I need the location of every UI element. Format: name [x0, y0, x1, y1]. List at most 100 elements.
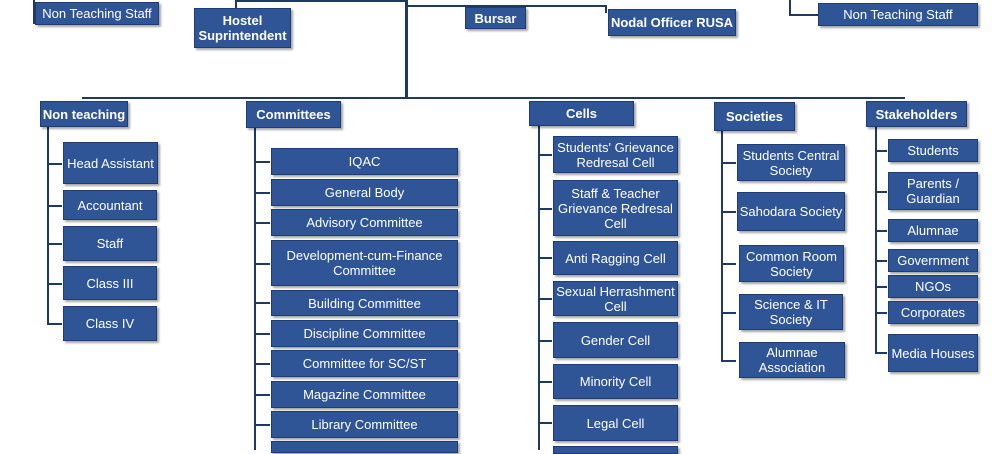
- cell-item: Gender Cell: [553, 322, 678, 358]
- stakeholder-item: Government: [888, 249, 978, 272]
- item-label: Students Central Society: [742, 147, 840, 178]
- item-label: Gender Cell: [580, 332, 651, 348]
- cell-item-partial: [553, 446, 678, 454]
- top-left-drop: [235, 0, 237, 8]
- header-label: Stakeholders: [875, 106, 958, 122]
- item-label: Media Houses: [891, 345, 975, 361]
- top-left-connector: [235, 0, 407, 2]
- branch: [254, 222, 270, 224]
- item-label: Students: [907, 143, 959, 158]
- branch: [47, 243, 62, 245]
- branch: [254, 192, 270, 194]
- branch: [538, 381, 552, 383]
- branch: [254, 161, 270, 163]
- item-label: Staff: [96, 236, 124, 251]
- non-teaching-staff-left-box: Non Teaching Staff: [35, 2, 159, 25]
- item-label: Library Committee: [311, 417, 418, 432]
- branch: [721, 312, 736, 314]
- item-label: Magazine Committee: [303, 387, 426, 402]
- stakeholder-item: Corporates: [888, 301, 978, 324]
- item-label: Building Committee: [308, 295, 421, 311]
- committee-item: General Body: [271, 179, 458, 206]
- item-label: Class III: [86, 275, 134, 291]
- box-label: Hostel Suprintendent: [198, 13, 287, 43]
- header-label: Committees: [256, 107, 331, 122]
- committee-item-partial: [271, 441, 458, 453]
- stakeholder-item: Alumnae: [888, 219, 978, 242]
- branch: [875, 230, 887, 232]
- stakeholders-header: Stakeholders: [866, 101, 967, 127]
- stakeholder-item: Media Houses: [888, 334, 978, 372]
- stakeholders-spine: [875, 127, 877, 353]
- branch: [538, 208, 552, 210]
- item-label: Development-cum-Finance Committee: [286, 248, 443, 278]
- branch: [721, 263, 736, 265]
- society-item: Science & IT Society: [739, 294, 843, 330]
- box-label: Non Teaching Staff: [42, 6, 152, 21]
- non-teaching-header: Non teaching: [40, 101, 128, 127]
- top-right-connector: [407, 5, 607, 7]
- item-label: Parents / Guardian: [906, 176, 960, 206]
- non-teaching-spine: [47, 125, 49, 324]
- cells-spine: [538, 126, 540, 450]
- non-teaching-staff-right-box: Non Teaching Staff: [818, 3, 978, 26]
- stakeholder-item: Students: [888, 139, 978, 162]
- item-label: Discipline Committee: [303, 326, 426, 341]
- branch: [721, 360, 736, 362]
- item-label: Legal Cell: [586, 415, 645, 431]
- branch: [538, 298, 552, 300]
- item-label: Anti Ragging Cell: [565, 250, 666, 266]
- branch: [254, 263, 270, 265]
- non-teaching-item: Staff: [63, 226, 157, 261]
- item-label: Sahodara Society: [739, 204, 843, 219]
- box-label: Non Teaching Staff: [843, 7, 953, 22]
- header-label: Non teaching: [42, 106, 126, 122]
- branch: [875, 260, 887, 262]
- cells-header: Cells: [529, 101, 634, 126]
- item-label: Class IV: [85, 316, 135, 331]
- right-staff-drop: [789, 0, 791, 16]
- item-label: NGOs: [914, 279, 952, 294]
- branch: [875, 312, 887, 314]
- branch: [254, 394, 270, 396]
- hostel-superintendent-box: Hostel Suprintendent: [194, 8, 291, 48]
- branch: [254, 363, 270, 365]
- committee-item: Building Committee: [271, 290, 458, 316]
- branch: [721, 162, 736, 164]
- committee-item: Committee for SC/ST: [271, 350, 458, 377]
- item-label: Alumnae: [907, 223, 959, 238]
- society-item: Sahodara Society: [737, 192, 845, 231]
- cell-item: Minority Cell: [553, 364, 678, 399]
- stakeholder-item: NGOs: [888, 275, 978, 298]
- item-label: Head Assistant: [67, 155, 154, 171]
- trunk-line: [405, 0, 408, 99]
- branch: [875, 286, 887, 288]
- non-teaching-item: Class III: [63, 266, 157, 300]
- committee-item: Advisory Committee: [271, 209, 458, 236]
- box-label: Bursar: [474, 10, 517, 26]
- committee-item: IQAC: [271, 148, 458, 175]
- branch: [538, 422, 552, 424]
- society-item: Common Room Society: [739, 245, 844, 282]
- branch: [721, 211, 736, 213]
- item-label: Alumnae Association: [758, 345, 826, 375]
- item-label: Corporates: [900, 305, 966, 320]
- branch: [875, 352, 887, 354]
- item-label: Minority Cell: [579, 374, 652, 389]
- item-label: Advisory Committee: [306, 215, 423, 230]
- item-label: Government: [897, 253, 969, 268]
- header-label: Societies: [725, 109, 784, 124]
- branch: [254, 333, 270, 335]
- committee-item: Development-cum-Finance Committee: [271, 240, 458, 286]
- branch: [47, 283, 62, 285]
- item-label: Students' Grievance Redresal Cell: [557, 139, 674, 170]
- item-label: Accountant: [77, 197, 143, 213]
- item-label: Sexual Herrashment Cell: [556, 283, 675, 314]
- branch: [254, 424, 270, 426]
- committees-header: Committees: [246, 101, 341, 128]
- branch: [875, 191, 887, 193]
- committees-spine: [254, 128, 256, 450]
- non-teaching-item: Head Assistant: [63, 142, 158, 184]
- non-teaching-item: Accountant: [63, 190, 157, 220]
- cell-item: Students' Grievance Redresal Cell: [553, 136, 678, 173]
